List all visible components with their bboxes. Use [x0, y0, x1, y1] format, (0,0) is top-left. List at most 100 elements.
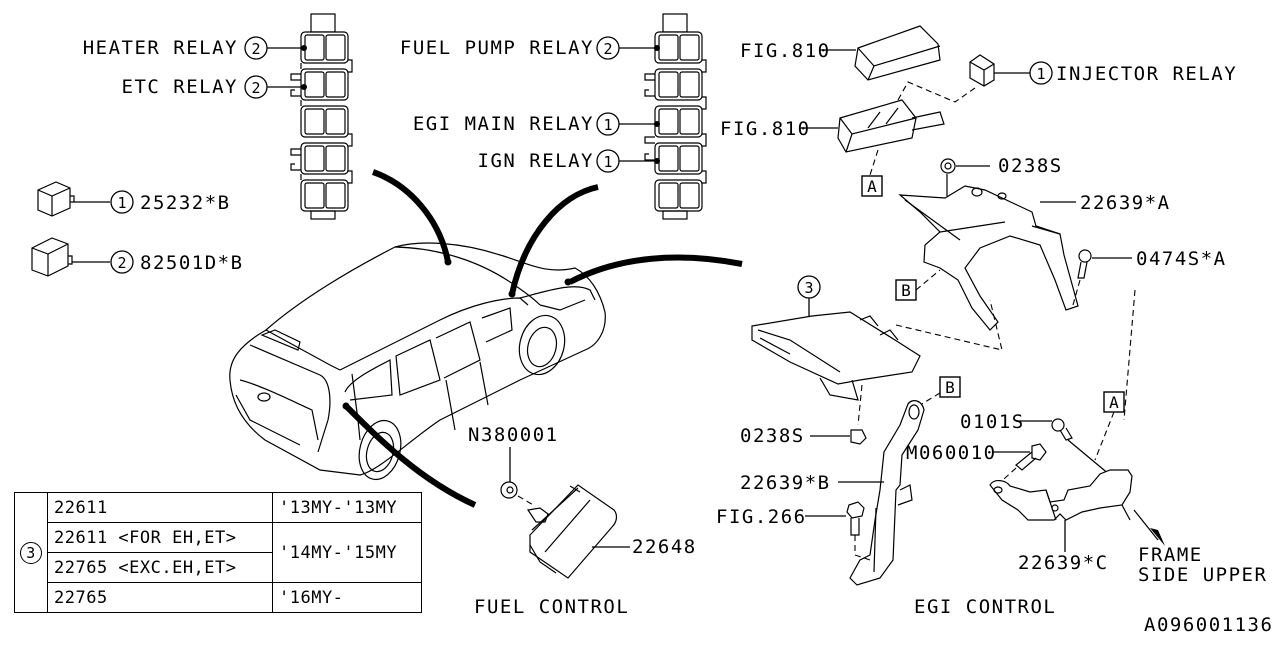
ref-letter: A: [1109, 393, 1119, 412]
nut-0238s-label: 0238S: [998, 155, 1063, 177]
relay-slot: [654, 31, 703, 64]
fuel-control-module: [526, 484, 618, 579]
relay-pin-marker: [654, 158, 660, 164]
ref-number: 3: [20, 541, 42, 564]
nut-0238s-lower: 0238S: [740, 425, 867, 447]
relay-pin-marker: [301, 84, 307, 90]
location-pointer-line: [509, 184, 599, 295]
bracket-22639b: 22639*B: [740, 400, 925, 586]
ref-letter: B: [945, 378, 955, 397]
relay-slot: [300, 68, 349, 101]
egi-main-relay-label: EGI MAIN RELAY: [413, 113, 594, 135]
ref-box-a-lower: A: [1094, 391, 1125, 461]
ref-number: 1: [603, 153, 612, 171]
ecu-part-reference-table: 3 22611 '13MY-'13MY 22611 <FOR EH,ET> '1…: [14, 492, 422, 613]
bolt-0101s-label: 0101S: [960, 411, 1025, 433]
ign-relay-label: IGN RELAY: [478, 150, 594, 172]
bolt-m060010-label: M060010: [906, 442, 997, 464]
ref-number: 1: [117, 194, 126, 212]
bracket-22639c-label: 22639*C: [1018, 552, 1109, 574]
relay-part-number: 82501D*B: [140, 252, 244, 274]
callout-etc-relay: ETC RELAY 2: [122, 75, 302, 99]
bracket-22639a-label: 22639*A: [1080, 192, 1171, 214]
fuel-nut-part-number: N380001: [468, 424, 559, 446]
table-row: 3 22611 '13MY-'13MY: [14, 492, 422, 613]
ecu-ref-number: 3: [804, 279, 813, 297]
nut-0238s-upper: 0238S: [940, 155, 1063, 196]
relay-pin-marker: [654, 45, 660, 51]
fig-810-lower-label: FIG.810: [720, 118, 811, 140]
frame-label-line1: FRAME: [1138, 544, 1203, 566]
etc-relay-label: ETC RELAY: [122, 76, 238, 98]
bolt-0474s-label: 0474S*A: [1136, 248, 1227, 270]
fuel-module-part-number: 22648: [632, 536, 697, 558]
relay-box-right: [644, 13, 707, 220]
ref-letter: B: [901, 281, 911, 300]
location-pointer-line: [568, 254, 743, 285]
bolt-fig266: FIG.266: [716, 501, 871, 561]
fig-266-label: FIG.266: [716, 506, 807, 528]
part-number-cell: 22765 <EXC.EH,ET>: [47, 552, 273, 583]
frame-label-line2: SIDE UPPER: [1138, 564, 1267, 586]
relay-pin-marker: [301, 45, 307, 51]
relay-slot: [300, 179, 349, 212]
model-year-cell: '13MY-'13MY: [272, 492, 422, 523]
relay-slot: [654, 68, 703, 101]
ref-number: 1: [1036, 65, 1045, 83]
ref-box-b-lower: B: [919, 376, 961, 406]
table-ref-cell: 3: [14, 492, 48, 613]
ref-number: 2: [251, 40, 260, 58]
injector-relay-part: 1 INJECTOR RELAY: [969, 54, 1237, 87]
diagram-id-code: A096001136: [1144, 614, 1273, 636]
location-pointer-line: [343, 403, 477, 508]
relay-part-2: 2 82501D*B: [31, 237, 244, 277]
heater-relay-label: HEATER RELAY: [83, 37, 238, 59]
ref-letter: A: [867, 177, 877, 196]
ref-box-a-upper: A: [861, 175, 883, 197]
injector-relay-label: INJECTOR RELAY: [1056, 63, 1237, 85]
ref-number: 2: [603, 40, 612, 58]
relay-slot: [300, 105, 349, 138]
table-row: 22765 '16MY-: [15, 582, 422, 613]
relay-slot: [654, 142, 703, 175]
relay-box-left: [290, 13, 353, 220]
bolt-m060010: M060010: [906, 442, 1047, 489]
egi-control-title: EGI CONTROL: [914, 596, 1056, 618]
fuel-control-title: FUEL CONTROL: [474, 596, 629, 618]
bracket-22639a: 22639*A: [898, 185, 1171, 331]
table-row: 22611 <FOR EH,ET> '14MY-'15MY: [15, 522, 422, 583]
ref-number: 1: [603, 116, 612, 134]
table-row: 22765 <EXC.EH,ET>: [15, 552, 422, 583]
egi-fuse-box-upper: FIG.810: [740, 25, 941, 81]
bolt-0474s: 0474S*A: [1072, 248, 1227, 306]
relay-slot: [300, 31, 349, 64]
relay-slot: [300, 142, 349, 175]
relay-part-number: 25232*B: [140, 192, 231, 214]
frame-side-upper-pointer: FRAME SIDE UPPER: [1133, 509, 1267, 586]
location-pointer-line: [371, 169, 451, 263]
nut-0238s-lower-label: 0238S: [740, 425, 805, 447]
vehicle-outline: [229, 242, 606, 481]
relay-slot: [654, 105, 703, 138]
part-number-cell: 22611: [47, 492, 273, 523]
bracket-22639c: 22639*C: [989, 469, 1133, 574]
ref-box-b-upper: B: [895, 269, 941, 301]
relay-pin-marker: [654, 121, 660, 127]
model-year-cell: '16MY-: [272, 582, 422, 613]
relay-part-1: 1 25232*B: [37, 181, 231, 217]
ecu-module: 3: [751, 275, 1003, 426]
bolt-0101s: 0101S: [960, 411, 1111, 476]
ref-number: 2: [251, 79, 260, 97]
ref-number: 2: [117, 254, 126, 272]
egi-fuse-box-lower: FIG.810: [720, 99, 945, 153]
part-number-cell: 22765: [47, 582, 273, 613]
callout-heater-relay: HEATER RELAY 2: [83, 36, 302, 60]
relay-slot: [654, 179, 703, 212]
model-year-cell: '14MY-'15MY: [272, 522, 422, 583]
fuel-pump-relay-label: FUEL PUMP RELAY: [400, 37, 594, 59]
fig-810-upper-label: FIG.810: [740, 40, 831, 62]
callout-fuel-pump-relay: FUEL PUMP RELAY 2: [400, 36, 656, 60]
fuel-control-group: N380001 22648 FUEL CONTROL: [468, 424, 697, 618]
bracket-22639b-label: 22639*B: [740, 472, 831, 494]
